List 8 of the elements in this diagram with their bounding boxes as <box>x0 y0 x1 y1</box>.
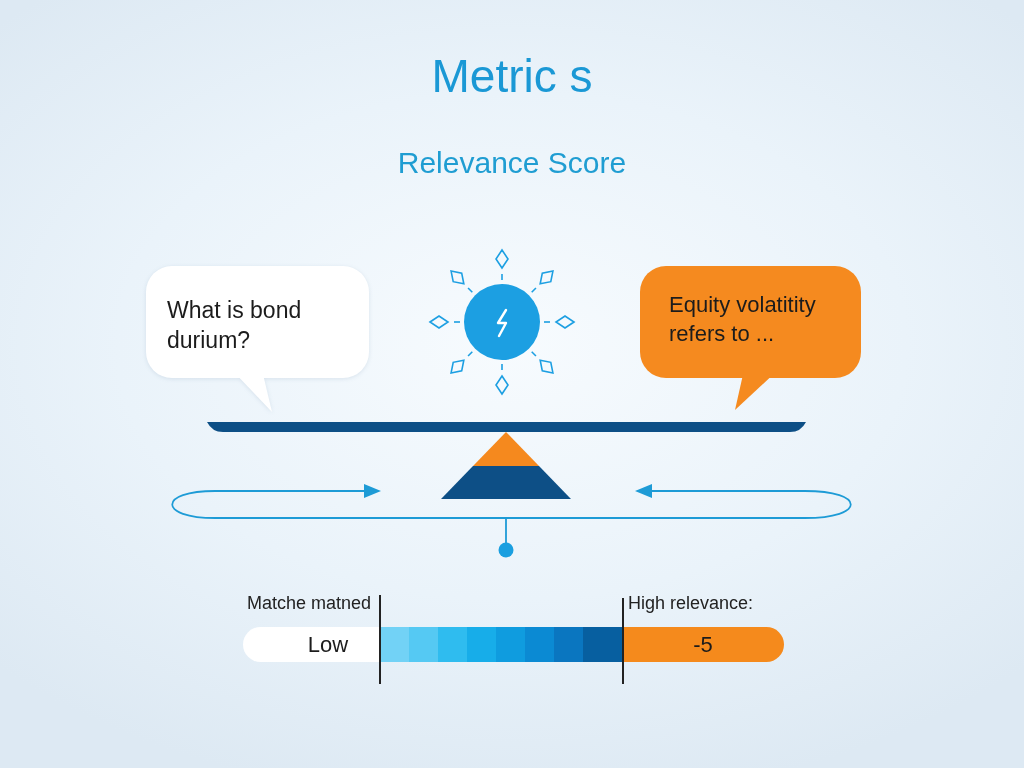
question-text: What is bond durium? <box>167 296 303 355</box>
scale-label: Matche matned <box>247 593 372 614</box>
scale-label: High relevance: <box>628 593 754 614</box>
subtitle: Relevance Score <box>397 146 627 181</box>
title: Metric s <box>431 50 593 103</box>
scale-end-label: Low <box>307 632 349 658</box>
answer-text: Equity volatitity refers to ... <box>669 291 817 348</box>
scale-value: -5 <box>693 632 713 658</box>
